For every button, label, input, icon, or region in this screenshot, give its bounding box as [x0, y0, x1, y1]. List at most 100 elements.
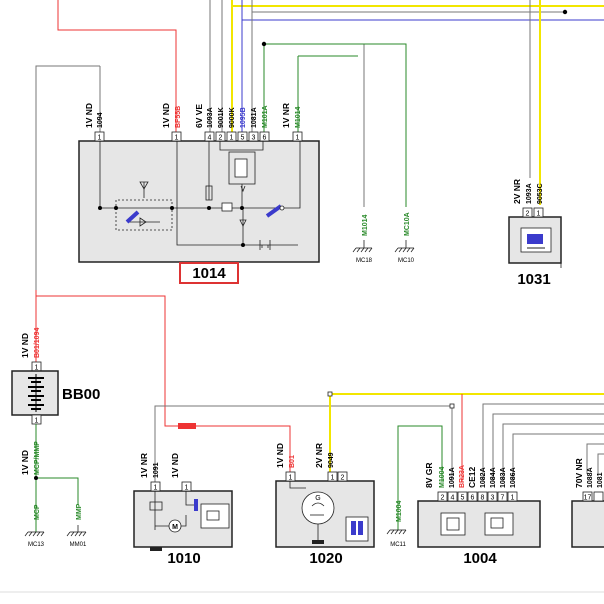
wire-label: 1V ND [161, 103, 171, 128]
wire-label: 1V ND [170, 453, 180, 478]
ground-label: MC13 [28, 542, 45, 548]
junction-dot [261, 41, 267, 47]
wire-label: 1093A [526, 183, 533, 204]
wire-label: 1082A [480, 467, 487, 488]
bottom-wires [154, 393, 604, 530]
wire-label: 1091A [449, 467, 456, 488]
wire-label: 1V NR [139, 453, 149, 478]
component-id-1020: 1020 [309, 550, 342, 567]
component-1010[interactable]: 1 1 M 1010 [133, 481, 233, 567]
pin-label: 1 [35, 418, 39, 425]
ground-mc11 [386, 529, 407, 535]
junction-dot [562, 9, 568, 15]
pin-label: 6 [471, 495, 475, 502]
alternator-circuit [289, 481, 335, 540]
pin-label: 1 [154, 485, 158, 492]
wire-label: 1086A [510, 467, 517, 488]
wire-label: B01 [289, 455, 296, 468]
ground-mm01 [66, 525, 87, 537]
pin-label: 1 [331, 475, 335, 482]
pin-label: 2 [526, 211, 530, 218]
component-1020[interactable]: 1 1 2 G 1020 [275, 471, 375, 567]
wire-label: M1004 [439, 466, 446, 488]
pin-label: 17 [584, 495, 592, 502]
wire-label: MMP [76, 503, 83, 520]
pin-label: 5 [461, 495, 465, 502]
wire-label: 1V ND [275, 443, 285, 468]
pin-label: 3 [491, 495, 495, 502]
component-id-highlight [179, 262, 239, 284]
component-bb00[interactable]: 1 1 BB00 [11, 361, 100, 425]
pin-label: 1 [98, 135, 102, 142]
pin-label: 5 [241, 135, 245, 142]
ecu-chip-icon [440, 512, 466, 536]
top-wires [35, 0, 604, 362]
ground-mc18 [352, 240, 373, 253]
ground-label: MM01 [70, 542, 87, 548]
relay-motor-circuit [149, 491, 196, 533]
component-partial-right: 17 [571, 491, 604, 548]
wire-label: 1093A [207, 107, 214, 128]
wire-label: 1V NR [281, 103, 291, 128]
wire-label: 1V ND [20, 333, 30, 358]
wire-label: 1088A [587, 467, 594, 488]
wire-label: MCP [34, 504, 41, 520]
pin-label: 1 [175, 135, 179, 142]
switch-icon [125, 210, 140, 224]
wire-label: M1004 [396, 500, 403, 522]
wire-label: 1095B [240, 107, 247, 128]
pin-label: 2 [441, 495, 445, 502]
svg-text:M: M [172, 524, 178, 531]
wire-label: 1081 [597, 472, 604, 488]
component-id-1014: 1014 [192, 265, 226, 282]
pin-label: 8 [481, 495, 485, 502]
junction-dot [34, 476, 38, 480]
wire-label: 1084A [490, 467, 497, 488]
svg-text:G: G [315, 495, 320, 502]
wire-label: 1V ND [20, 450, 30, 475]
component-1031[interactable]: 2 1 1031 [508, 207, 562, 288]
wire-label: 1091 [153, 462, 160, 478]
wire-label: MC10A [404, 212, 411, 236]
wire-label: MCP/MMP [34, 441, 41, 475]
wire-label: BR23A [459, 465, 466, 488]
ground-label: MC18 [356, 258, 373, 264]
wire-label: B01/1094 [34, 328, 41, 358]
component-1014[interactable]: 1 1 4 2 1 5 3 6 1 [78, 131, 320, 284]
actuator-icon [484, 512, 514, 536]
motor-icon [200, 503, 230, 529]
component-id-1010: 1010 [167, 550, 200, 567]
pin-label: 1 [230, 135, 234, 142]
wire-label: 1081A [251, 107, 258, 128]
component-1004[interactable]: 2 4 5 6 8 3 7 1 1004 [417, 491, 541, 567]
internal-circuit [99, 141, 301, 250]
wire-labels: 1V ND 1094 1V ND BF55B 6V VE 1093A 9001K… [20, 103, 604, 522]
component-id-1004: 1004 [463, 550, 497, 567]
component-id-1031: 1031 [517, 271, 550, 288]
pin-label: 2 [341, 475, 345, 482]
pin-label: 1 [511, 495, 515, 502]
pin-label: 7 [501, 495, 505, 502]
terminal-icon [194, 499, 198, 511]
wire-label: BF55B [175, 106, 182, 128]
wire-label: 70V NR [574, 458, 584, 488]
wire-label: 9049 [328, 452, 335, 468]
wire-label: 1083A [500, 467, 507, 488]
wire-label: 1V ND [84, 103, 94, 128]
ground-mc10 [394, 240, 415, 253]
wire-label: 2V NR [512, 179, 522, 204]
wire-label: M1014 [362, 214, 369, 236]
wire-label: 6V VE [194, 104, 204, 128]
wire-label: 9000K [229, 107, 236, 128]
pin-label: 1 [289, 475, 293, 482]
ground-label: MC11 [390, 542, 406, 548]
pin-label: 1 [537, 211, 541, 218]
pin-label: 3 [252, 135, 256, 142]
pin-label: 4 [451, 495, 455, 502]
wire-label: 1094 [97, 112, 104, 128]
wire-label: M1014 [295, 106, 302, 128]
regulator-icon [345, 516, 369, 542]
battery-cells-icon [28, 374, 44, 412]
